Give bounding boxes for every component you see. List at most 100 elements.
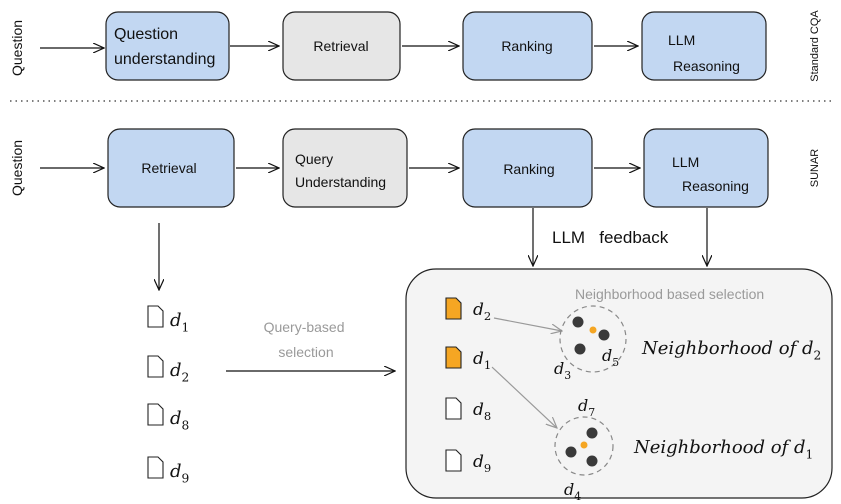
standard-step-llm-reasoning-label: LLM Reasoning xyxy=(668,32,740,74)
document-icon xyxy=(147,456,164,479)
sunar-step-query-understanding-label: Query Understanding xyxy=(295,151,386,190)
cluster-d2 xyxy=(559,305,627,373)
neighborhood-document-label-subscript: 8 xyxy=(484,409,491,423)
cluster-node-label: d7 xyxy=(578,396,595,419)
highlighted-document-icon xyxy=(445,297,462,320)
llm-feedback-label: LLM feedback xyxy=(552,228,669,247)
neighborhood-document-label: d9 xyxy=(473,452,491,475)
neighborhood-document-label-subscript: 2 xyxy=(484,309,491,323)
d1-to-cluster-arrow xyxy=(491,366,557,428)
document-label-base: d xyxy=(170,310,182,331)
cluster-d2-node xyxy=(572,316,584,328)
cluster-node-label-subscript: 5 xyxy=(612,356,619,369)
neighborhood-label: Neighborhood of d1 xyxy=(633,437,813,461)
neighborhood-label-text: Neighborhood of xyxy=(633,437,794,458)
sunar-question-label: Question xyxy=(9,140,25,196)
cluster-d1-node xyxy=(565,446,577,458)
cluster-node-label: d3 xyxy=(554,359,571,382)
standard-step-retrieval xyxy=(282,11,401,81)
cluster-node-label-base: d xyxy=(578,396,588,415)
cluster-node-label-subscript: 4 xyxy=(574,490,581,503)
neighborhood-document-label-subscript: 1 xyxy=(484,358,491,372)
document-icon xyxy=(147,355,164,378)
query-based-line-2: selection xyxy=(278,344,333,360)
cluster-node-label-base: d xyxy=(554,359,564,378)
d2-to-cluster-arrow xyxy=(493,317,562,331)
document-label-subscript: 8 xyxy=(182,418,190,432)
cluster-d2-center xyxy=(589,326,597,334)
sunar-step-llm-reasoning-label: LLM Reasoning xyxy=(672,154,749,194)
cluster-d1-center xyxy=(580,441,588,449)
cluster-node-label-subscript: 3 xyxy=(564,369,571,382)
sunar-step-2-line-2: Understanding xyxy=(295,174,386,190)
cluster-node-label-subscript: 7 xyxy=(588,406,595,419)
sunar-step-4-line-1: LLM xyxy=(672,154,699,170)
document-label-subscript: 9 xyxy=(182,471,190,485)
sunar-side-label: SUNAR xyxy=(809,149,821,188)
neighborhood-document-label-subscript: 9 xyxy=(484,461,491,475)
sunar-step-4-line-2: Reasoning xyxy=(682,178,749,194)
standard-step-4-line-1: LLM xyxy=(668,32,695,48)
cluster-d1-node xyxy=(586,455,598,467)
cluster-node-label: d4 xyxy=(564,480,581,503)
document-label: d9 xyxy=(170,461,189,485)
cluster-node-label-base: d xyxy=(564,480,574,499)
standard-step-llm-reasoning xyxy=(641,11,767,81)
document-icon xyxy=(445,449,462,472)
cluster-d1 xyxy=(554,416,614,476)
cluster-node-label: d5 xyxy=(602,346,619,369)
neighborhood-document-label: d1 xyxy=(473,349,491,372)
standard-step-retrieval-label: Retrieval xyxy=(313,38,368,54)
neighborhood-label-subscript: 1 xyxy=(806,447,814,461)
neighborhood-panel-title: Neighborhood based selection xyxy=(575,286,764,302)
document-label-base: d xyxy=(170,360,182,381)
cluster-node-label-base: d xyxy=(602,346,612,365)
neighborhood-panel xyxy=(405,268,833,499)
neighborhood-document-label-base: d xyxy=(473,452,484,472)
standard-step-1-line-2: understanding xyxy=(114,51,215,68)
sunar-step-2-line-1: Query xyxy=(295,151,333,167)
neighborhood-label-subscript: 2 xyxy=(814,348,822,362)
standard-step-4-line-2: Reasoning xyxy=(673,58,740,74)
sunar-step-retrieval-label: Retrieval xyxy=(141,160,196,176)
neighborhood-document-label-base: d xyxy=(473,349,484,369)
query-based-selection-label: Query-based selection xyxy=(264,319,349,360)
cluster-d2-node xyxy=(598,329,610,341)
neighborhood-labels: Neighborhood of d2 Neighborhood of d1 xyxy=(633,338,821,461)
sunar-step-ranking-label: Ranking xyxy=(503,161,554,177)
standard-cqa-side-label: Standard CQA xyxy=(809,10,821,82)
standard-step-question-understanding xyxy=(105,11,230,81)
neighborhood-document-label-base: d xyxy=(473,400,484,420)
highlighted-document-icon xyxy=(445,346,462,369)
standard-step-question-understanding-label: Question understanding xyxy=(114,26,215,68)
document-label-base: d xyxy=(170,408,182,429)
standard-step-1-line-1: Question xyxy=(114,26,178,43)
neighborhood-document-label-base: d xyxy=(473,300,484,320)
cluster-d2-node xyxy=(574,343,586,355)
standard-step-ranking-label: Ranking xyxy=(501,38,552,54)
standard-step-ranking xyxy=(462,11,593,81)
document-label: d1 xyxy=(170,310,189,334)
sunar-step-llm-reasoning xyxy=(643,128,769,208)
sunar-step-ranking xyxy=(462,128,593,208)
document-label-subscript: 2 xyxy=(182,370,190,384)
document-label-base: d xyxy=(170,461,182,482)
neighborhood-label: Neighborhood of d2 xyxy=(641,338,821,362)
neighborhood-label-text: Neighborhood of xyxy=(641,338,802,359)
standard-cqa-row: Question Question understanding Retrieva… xyxy=(9,10,821,82)
sunar-step-query-understanding xyxy=(282,128,408,208)
document-icon xyxy=(147,305,164,328)
cluster-d2-boundary xyxy=(559,305,627,373)
standard-question-label: Question xyxy=(9,20,25,76)
document-icon xyxy=(445,397,462,420)
document-label-subscript: 1 xyxy=(182,320,190,334)
document-icon xyxy=(147,403,164,426)
sunar-row: Question Retrieval Query Understanding R… xyxy=(9,128,821,290)
cluster-d1-node xyxy=(586,427,598,439)
neighborhood-document-label: d2 xyxy=(473,300,491,323)
cluster-d1-boundary xyxy=(554,416,614,476)
